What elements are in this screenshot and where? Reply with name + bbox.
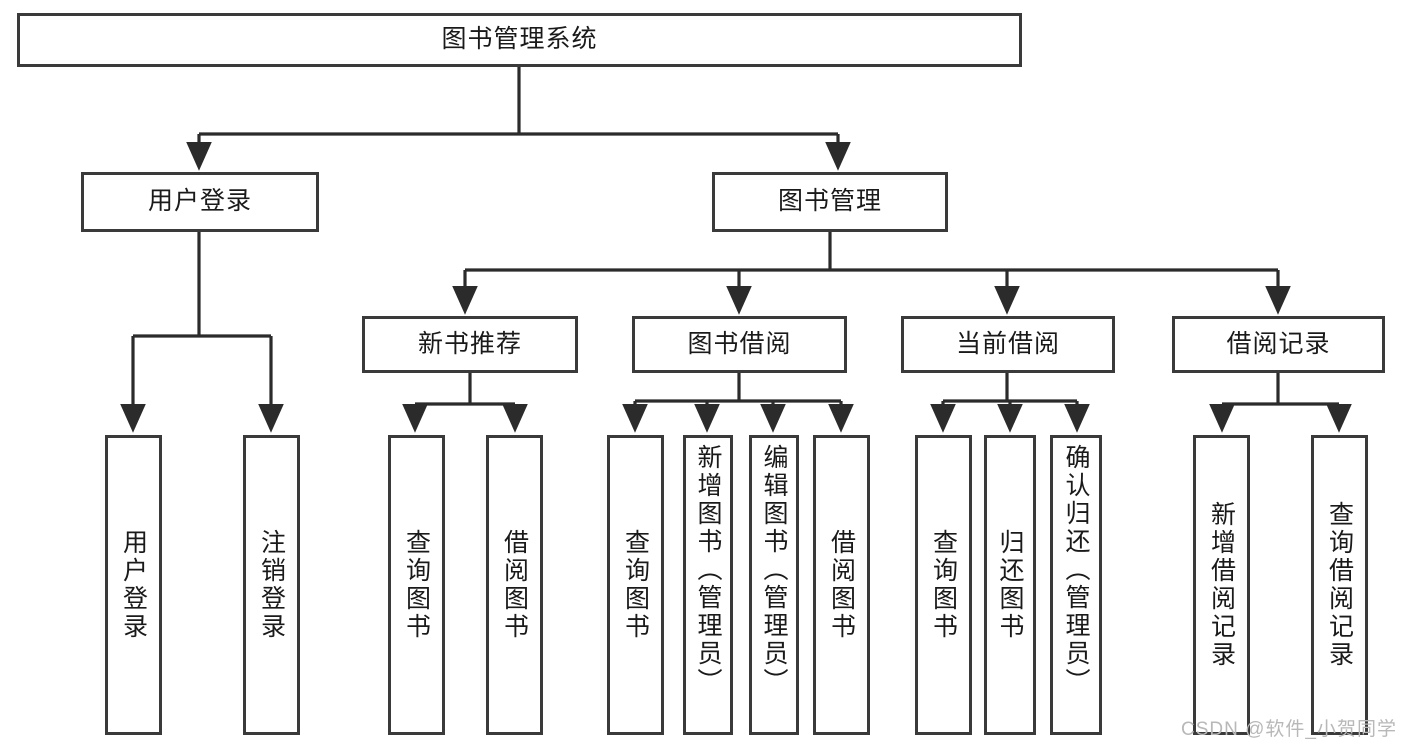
node-book-borrow[interactable]: 图书借阅 (632, 316, 847, 373)
leaf-borrow-edit-book-admin[interactable]: 编辑图书（管理员） (749, 435, 799, 735)
node-new-book-recommend[interactable]: 新书推荐 (362, 316, 578, 373)
leaf-label: 查询图书 (402, 529, 431, 641)
node-label: 图书管理系统 (441, 25, 598, 54)
node-root-system[interactable]: 图书管理系统 (17, 13, 1022, 67)
leaf-label: 用户登录 (119, 529, 148, 641)
leaf-current-return-book[interactable]: 归还图书 (984, 435, 1036, 735)
leaf-current-confirm-return-admin[interactable]: 确认归还（管理员） (1050, 435, 1102, 735)
node-label: 用户登录 (147, 187, 252, 216)
leaf-label: 查询图书 (929, 529, 958, 641)
node-label: 图书管理 (777, 187, 882, 216)
leaf-label: 借阅图书 (500, 529, 529, 641)
leaf-label: 借阅图书 (827, 529, 856, 641)
leaf-label: 查询借阅记录 (1325, 501, 1354, 669)
leaf-label: 查询图书 (621, 529, 650, 641)
leaf-record-add-record[interactable]: 新增借阅记录 (1193, 435, 1250, 735)
node-book-management[interactable]: 图书管理 (712, 172, 948, 232)
leaf-label: 编辑图书（管理员） (760, 444, 788, 696)
leaf-record-query-record[interactable]: 查询借阅记录 (1311, 435, 1368, 735)
leaf-recommend-query-book[interactable]: 查询图书 (388, 435, 445, 735)
node-label: 新书推荐 (417, 329, 522, 358)
leaf-label: 新增借阅记录 (1207, 501, 1236, 669)
node-user-login[interactable]: 用户登录 (81, 172, 319, 232)
leaf-recommend-borrow-book[interactable]: 借阅图书 (486, 435, 543, 735)
leaf-label: 注销登录 (257, 529, 286, 641)
leaf-borrow-add-book-admin[interactable]: 新增图书（管理员） (683, 435, 733, 735)
leaf-user-login-logout[interactable]: 注销登录 (243, 435, 300, 735)
leaf-user-login-login[interactable]: 用户登录 (105, 435, 162, 735)
csdn-watermark: CSDN @软件_小贺同学 (1181, 719, 1397, 740)
leaf-borrow-borrow-book[interactable]: 借阅图书 (813, 435, 870, 735)
leaf-label: 确认归还（管理员） (1062, 444, 1090, 696)
leaf-label: 新增图书（管理员） (694, 444, 722, 696)
leaf-borrow-query-book[interactable]: 查询图书 (607, 435, 664, 735)
node-label: 当前借阅 (955, 329, 1060, 358)
node-label: 图书借阅 (687, 329, 792, 358)
leaf-label: 归还图书 (996, 529, 1024, 641)
leaf-current-query-book[interactable]: 查询图书 (915, 435, 972, 735)
node-label: 借阅记录 (1226, 329, 1331, 358)
node-borrow-record[interactable]: 借阅记录 (1172, 316, 1385, 373)
node-current-borrow[interactable]: 当前借阅 (901, 316, 1115, 373)
